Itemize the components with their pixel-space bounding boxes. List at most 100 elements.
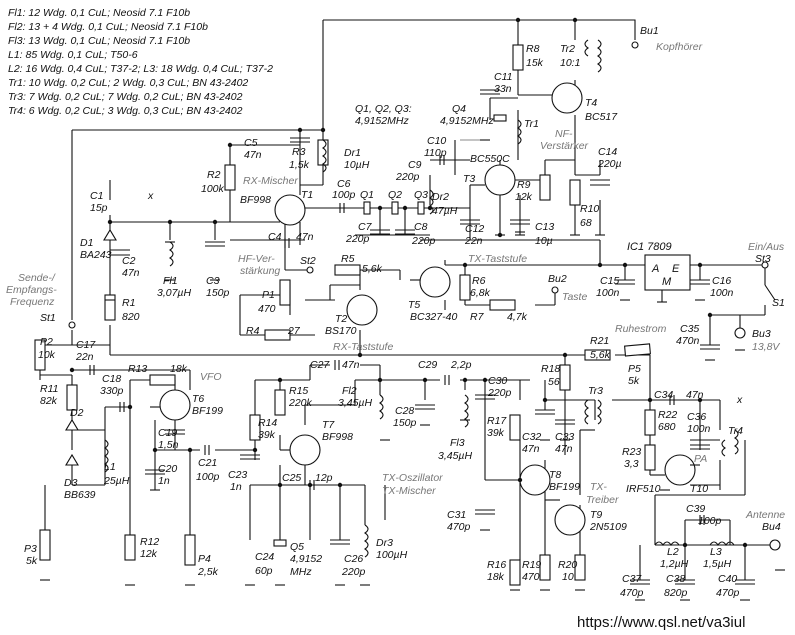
label-R1v: 820	[122, 311, 140, 323]
label-R8v: 15k	[526, 57, 544, 69]
R19-resistor	[539, 554, 551, 581]
label-T8v: BF199	[549, 481, 580, 493]
label-ic-A: A	[651, 263, 659, 275]
label-hf-verstaerkung-2: stärkung	[240, 265, 280, 277]
label-Q5: Q5	[290, 541, 304, 553]
Fl2-coil	[379, 394, 384, 420]
label-ruhestrom: Ruhestrom	[615, 323, 667, 335]
label-R10: R10	[580, 203, 599, 215]
St3-terminal	[761, 261, 769, 269]
label-Fl1v: 3,07µH	[157, 287, 191, 299]
label-R11: R11	[40, 383, 58, 395]
L3-coil	[709, 541, 735, 546]
junction-dots	[69, 17, 748, 548]
label-C5v: 47n	[244, 149, 262, 161]
S1-switch	[764, 284, 776, 301]
label-C36v: 100n	[687, 423, 711, 435]
label-R15: R15	[289, 385, 308, 397]
label-T2: T2	[335, 313, 347, 325]
label-T7v: BF998	[322, 431, 353, 443]
label-C38v: 820p	[664, 587, 688, 599]
label-C25: C25	[282, 472, 301, 484]
T1-transistor	[274, 194, 306, 226]
Fl3-coil	[464, 394, 469, 428]
label-R22: R22	[658, 409, 677, 421]
label-St3: St3	[755, 253, 771, 265]
label-T1v: BF998	[240, 194, 271, 206]
label-R20: R20	[558, 559, 577, 571]
label-R3: R3	[292, 146, 306, 158]
label-C35v: 470n	[676, 335, 700, 347]
label-C27: C27	[310, 359, 330, 371]
label-C10: C10	[427, 135, 446, 147]
label-S1: S1	[772, 297, 785, 309]
R4-resistor	[264, 329, 291, 341]
ground-marks	[40, 234, 785, 601]
label-R13v: 18k	[170, 363, 188, 375]
legend-line: Fl2: 13 + 4 Wdg. 0,1 CuL; Neosid 7.1 F10…	[8, 21, 208, 33]
label-C6: C6	[337, 178, 351, 190]
label-hf-verstaerkung: HF-Ver-	[238, 253, 275, 265]
label-P1: P1	[262, 289, 275, 301]
label-R3v: 1,5k	[289, 159, 310, 171]
label-R21v: 5,6k	[590, 349, 611, 361]
T7-transistor	[289, 434, 321, 466]
label-R4: R4	[246, 325, 260, 337]
label-C26: C26	[344, 553, 363, 565]
label-Dr3: Dr3	[376, 537, 393, 549]
label-R6: R6	[472, 275, 486, 287]
label-T9v: 2N5109	[589, 521, 627, 533]
R6-resistor	[459, 274, 471, 301]
label-C3: C3	[206, 275, 220, 287]
label-Bu4: Bu4	[762, 521, 781, 533]
label-R6v: 6,8k	[470, 287, 491, 299]
label-sende: Sende-/	[18, 272, 56, 284]
label-C30: C30	[488, 375, 507, 387]
label-C8: C8	[414, 221, 428, 233]
R20-resistor	[574, 554, 586, 581]
label-R10v: 68	[580, 217, 592, 229]
label-tx-treiber-2: Treiber	[586, 494, 619, 506]
R10-resistor	[569, 179, 581, 206]
label-Dr1: Dr1	[344, 147, 361, 159]
label-C2v: 47n	[122, 267, 140, 279]
label-P2v: 10k	[38, 349, 56, 361]
label-R15v: 220k	[288, 397, 313, 409]
label-C18v: 330p	[100, 385, 124, 397]
label-R7: R7	[470, 311, 485, 323]
label-C15v: 100n	[596, 287, 620, 299]
T8-transistor	[519, 464, 551, 496]
legend-line: Tr1: 10 Wdg. 0,2 CuL; 2 Wdg. 0,3 CuL; BN…	[8, 77, 248, 89]
label-sende-3: Frequenz	[10, 296, 55, 308]
label-C31v: 470p	[447, 521, 471, 533]
Q1-crystal	[363, 201, 371, 215]
label-D3v: BB639	[64, 489, 96, 501]
R23-resistor	[644, 444, 656, 471]
R18-resistor	[559, 364, 571, 391]
label-rx-taststufe: RX-Taststufe	[333, 341, 393, 353]
D3-diode	[65, 453, 79, 466]
R9-resistor	[539, 174, 551, 201]
label-R1: R1	[122, 297, 135, 309]
R8-resistor	[512, 44, 524, 71]
label-T5: T5	[408, 299, 420, 311]
label-Dr3v: 100µH	[376, 549, 408, 561]
label-St1: St1	[40, 312, 56, 324]
label-R21: R21	[590, 335, 609, 347]
legend-line: L2: 16 Wdg. 0,4 CuL; T37-2; L3: 18 Wdg. …	[8, 63, 273, 75]
R11-resistor	[66, 384, 78, 411]
label-vfo: VFO	[200, 371, 222, 383]
label-C18: C18	[102, 373, 121, 385]
label-C1: C1	[90, 190, 103, 202]
label-ic1: IC1 7809	[627, 241, 672, 253]
label-D2: D2	[70, 407, 84, 419]
label-R9v: 12k	[515, 191, 533, 203]
label-C11v: 33n	[494, 83, 512, 95]
label-T4: T4	[585, 97, 597, 109]
label-tx-oszillator: TX-Oszillator	[382, 472, 443, 484]
legend-line: L1: 85 Wdg. 0,1 CuL; T50-6	[8, 49, 138, 61]
label-C23: C23	[228, 469, 247, 481]
label-Q4v: 4,9152MHz	[440, 115, 494, 127]
label-C37: C37	[622, 573, 642, 585]
